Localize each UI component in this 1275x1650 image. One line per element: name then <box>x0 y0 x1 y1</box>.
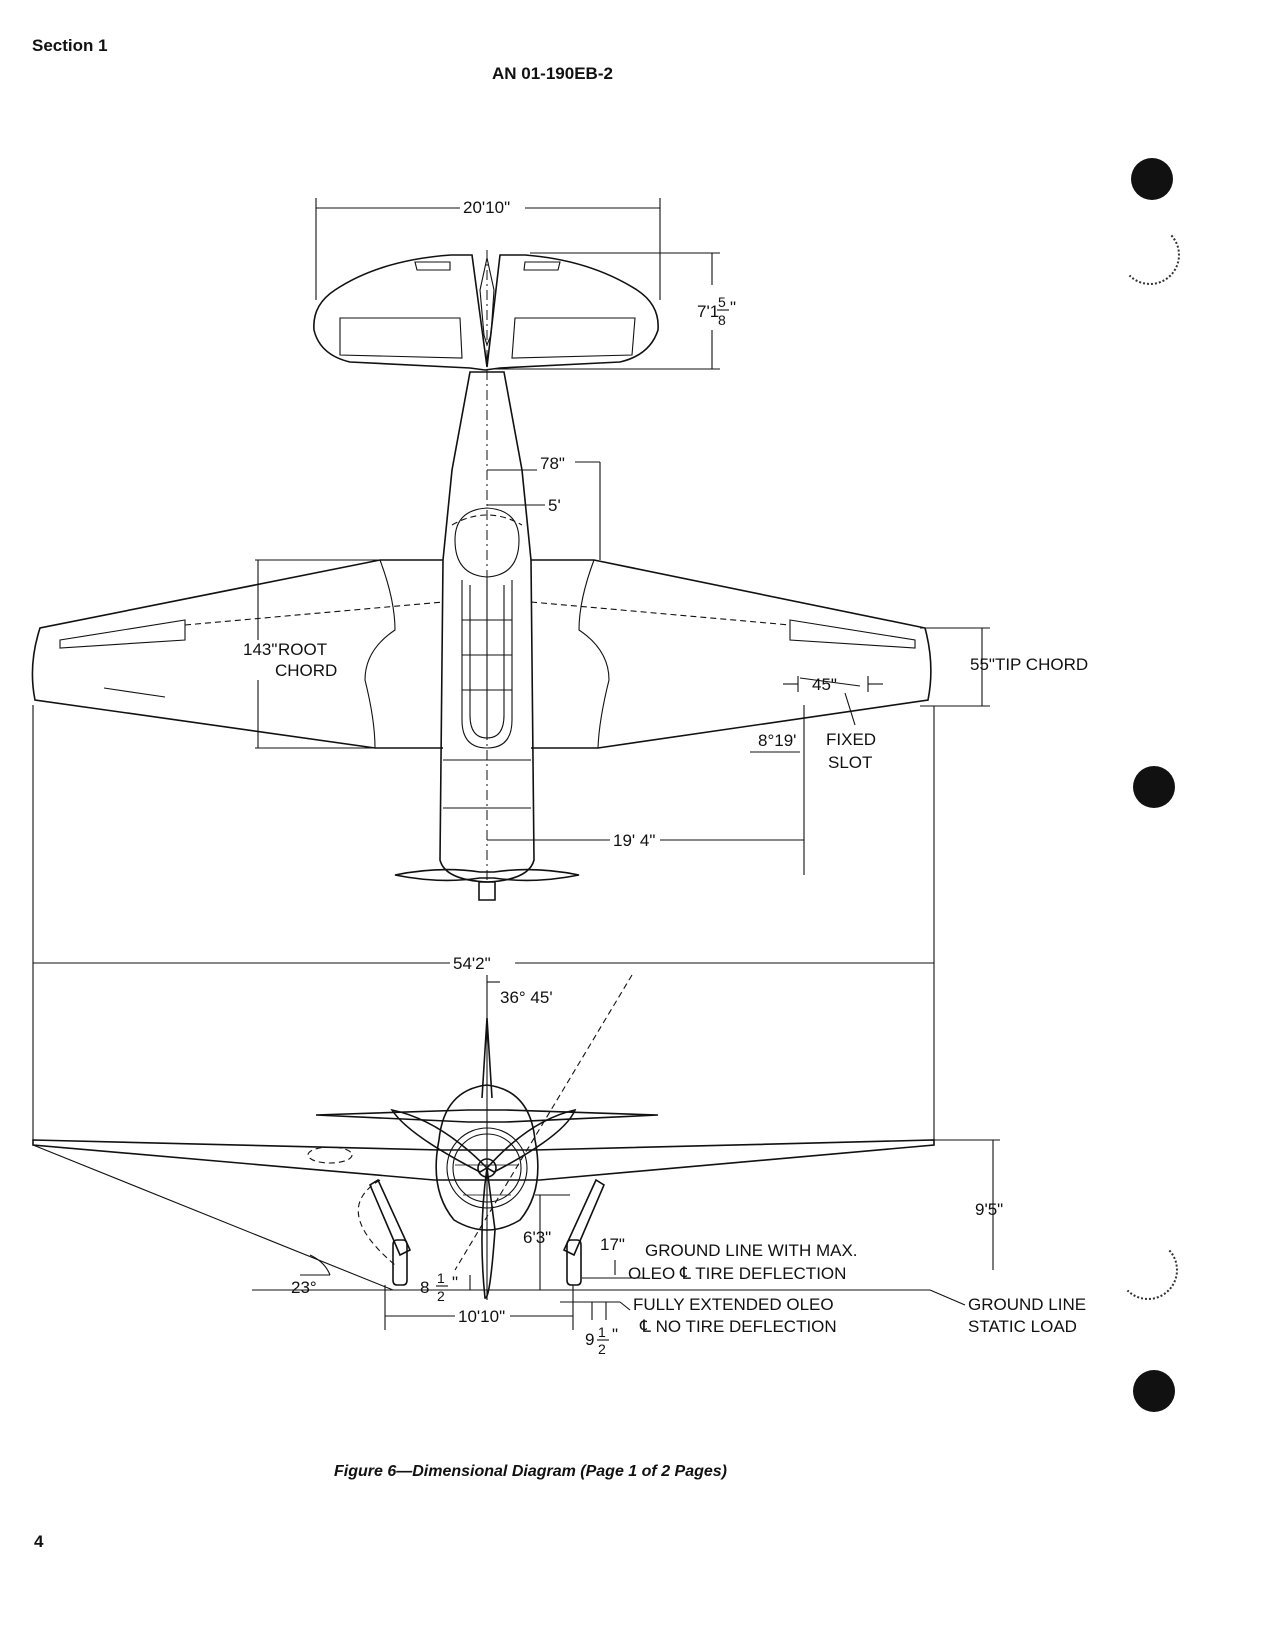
punch-hole-outline <box>1120 225 1180 285</box>
punch-hole-outline <box>1118 1240 1178 1300</box>
ground-static-label-2: STATIC LOAD <box>968 1317 1077 1336</box>
landing-gear-right <box>562 1178 606 1257</box>
sweep-angle-dim: 8°19' <box>758 731 796 750</box>
plan-view: 20'10" 7'1 5 8 " 78" 5' 143" ROOT CHORD … <box>31 198 1088 901</box>
ground-max-label-2: OLEO ℄ TIRE DEFLECTION <box>628 1264 846 1283</box>
punch-hole <box>1131 158 1173 200</box>
dim-9-half-whole: 9 <box>585 1330 594 1349</box>
cowling-front <box>435 1084 539 1231</box>
dihedral-angle: 23° <box>291 1278 317 1297</box>
figure-caption: Figure 6—Dimensional Diagram (Page 1 of … <box>334 1463 727 1480</box>
tail-chord-whole: 7'1 <box>697 302 719 321</box>
tail-span-dim: 20'10" <box>463 198 510 217</box>
tail-chord-den: 8 <box>718 312 726 328</box>
root-chord-label-2: CHORD <box>275 661 337 680</box>
vertical-fin-front <box>481 1017 493 1099</box>
landing-gear-left <box>368 1178 412 1257</box>
dim-9-half-den: 2 <box>598 1341 606 1357</box>
punch-hole <box>1133 766 1175 808</box>
page-number: 4 <box>34 1532 44 1551</box>
front-view: 36° 45' 9'5" 6'3" 17 <box>32 974 1086 1357</box>
fixed-slot-label-2: SLOT <box>828 753 872 772</box>
horizontal-tail <box>313 254 659 371</box>
cockpit-canopy <box>454 507 520 578</box>
propeller-front <box>390 1108 489 1173</box>
full-ext-label-2: ℄ NO TIRE DEFLECTION <box>639 1317 837 1336</box>
prop-clearance-whole: 8 <box>420 1278 429 1297</box>
ground-static-label-1: GROUND LINE <box>968 1295 1086 1314</box>
fixed-slot-label-1: FIXED <box>826 730 876 749</box>
propeller-plan <box>394 868 580 882</box>
wing-span-dim: 54'2" <box>453 954 491 973</box>
full-ext-label-1: FULLY EXTENDED OLEO <box>633 1295 834 1314</box>
root-chord-label-1: ROOT <box>278 640 327 659</box>
tail-chord-num: 5 <box>718 294 726 310</box>
dim-9-half-inch: " <box>612 1325 618 1344</box>
tread-dim: 10'10" <box>458 1307 505 1326</box>
ground-max-label-1: GROUND LINE WITH MAX. <box>645 1241 858 1260</box>
height-dim: 9'5" <box>975 1200 1003 1219</box>
section-label: Section 1 <box>32 36 108 55</box>
prop-clearance-num: 1 <box>437 1270 445 1286</box>
wing-plan <box>31 559 443 749</box>
prop-clearance-6-3: 6'3" <box>523 1228 551 1247</box>
slot-length-dim: 45" <box>812 675 837 694</box>
dim-5: 5' <box>548 496 561 515</box>
tip-chord-dim: 55"TIP CHORD <box>970 655 1088 674</box>
prop-clearance-den: 2 <box>437 1288 445 1304</box>
dim-9-half-num: 1 <box>598 1324 606 1340</box>
dim-78: 78" <box>540 454 565 473</box>
prop-clearance-inch: " <box>452 1273 458 1292</box>
tail-chord-inch: " <box>730 298 736 317</box>
punch-hole <box>1133 1370 1175 1412</box>
root-chord-value: 143" <box>243 640 277 659</box>
prop-angle-dim: 36° 45' <box>500 988 553 1007</box>
length-dim: 19' 4" <box>613 831 655 850</box>
document-number: AN 01-190EB-2 <box>492 64 613 83</box>
dim-17: 17" <box>600 1235 625 1254</box>
